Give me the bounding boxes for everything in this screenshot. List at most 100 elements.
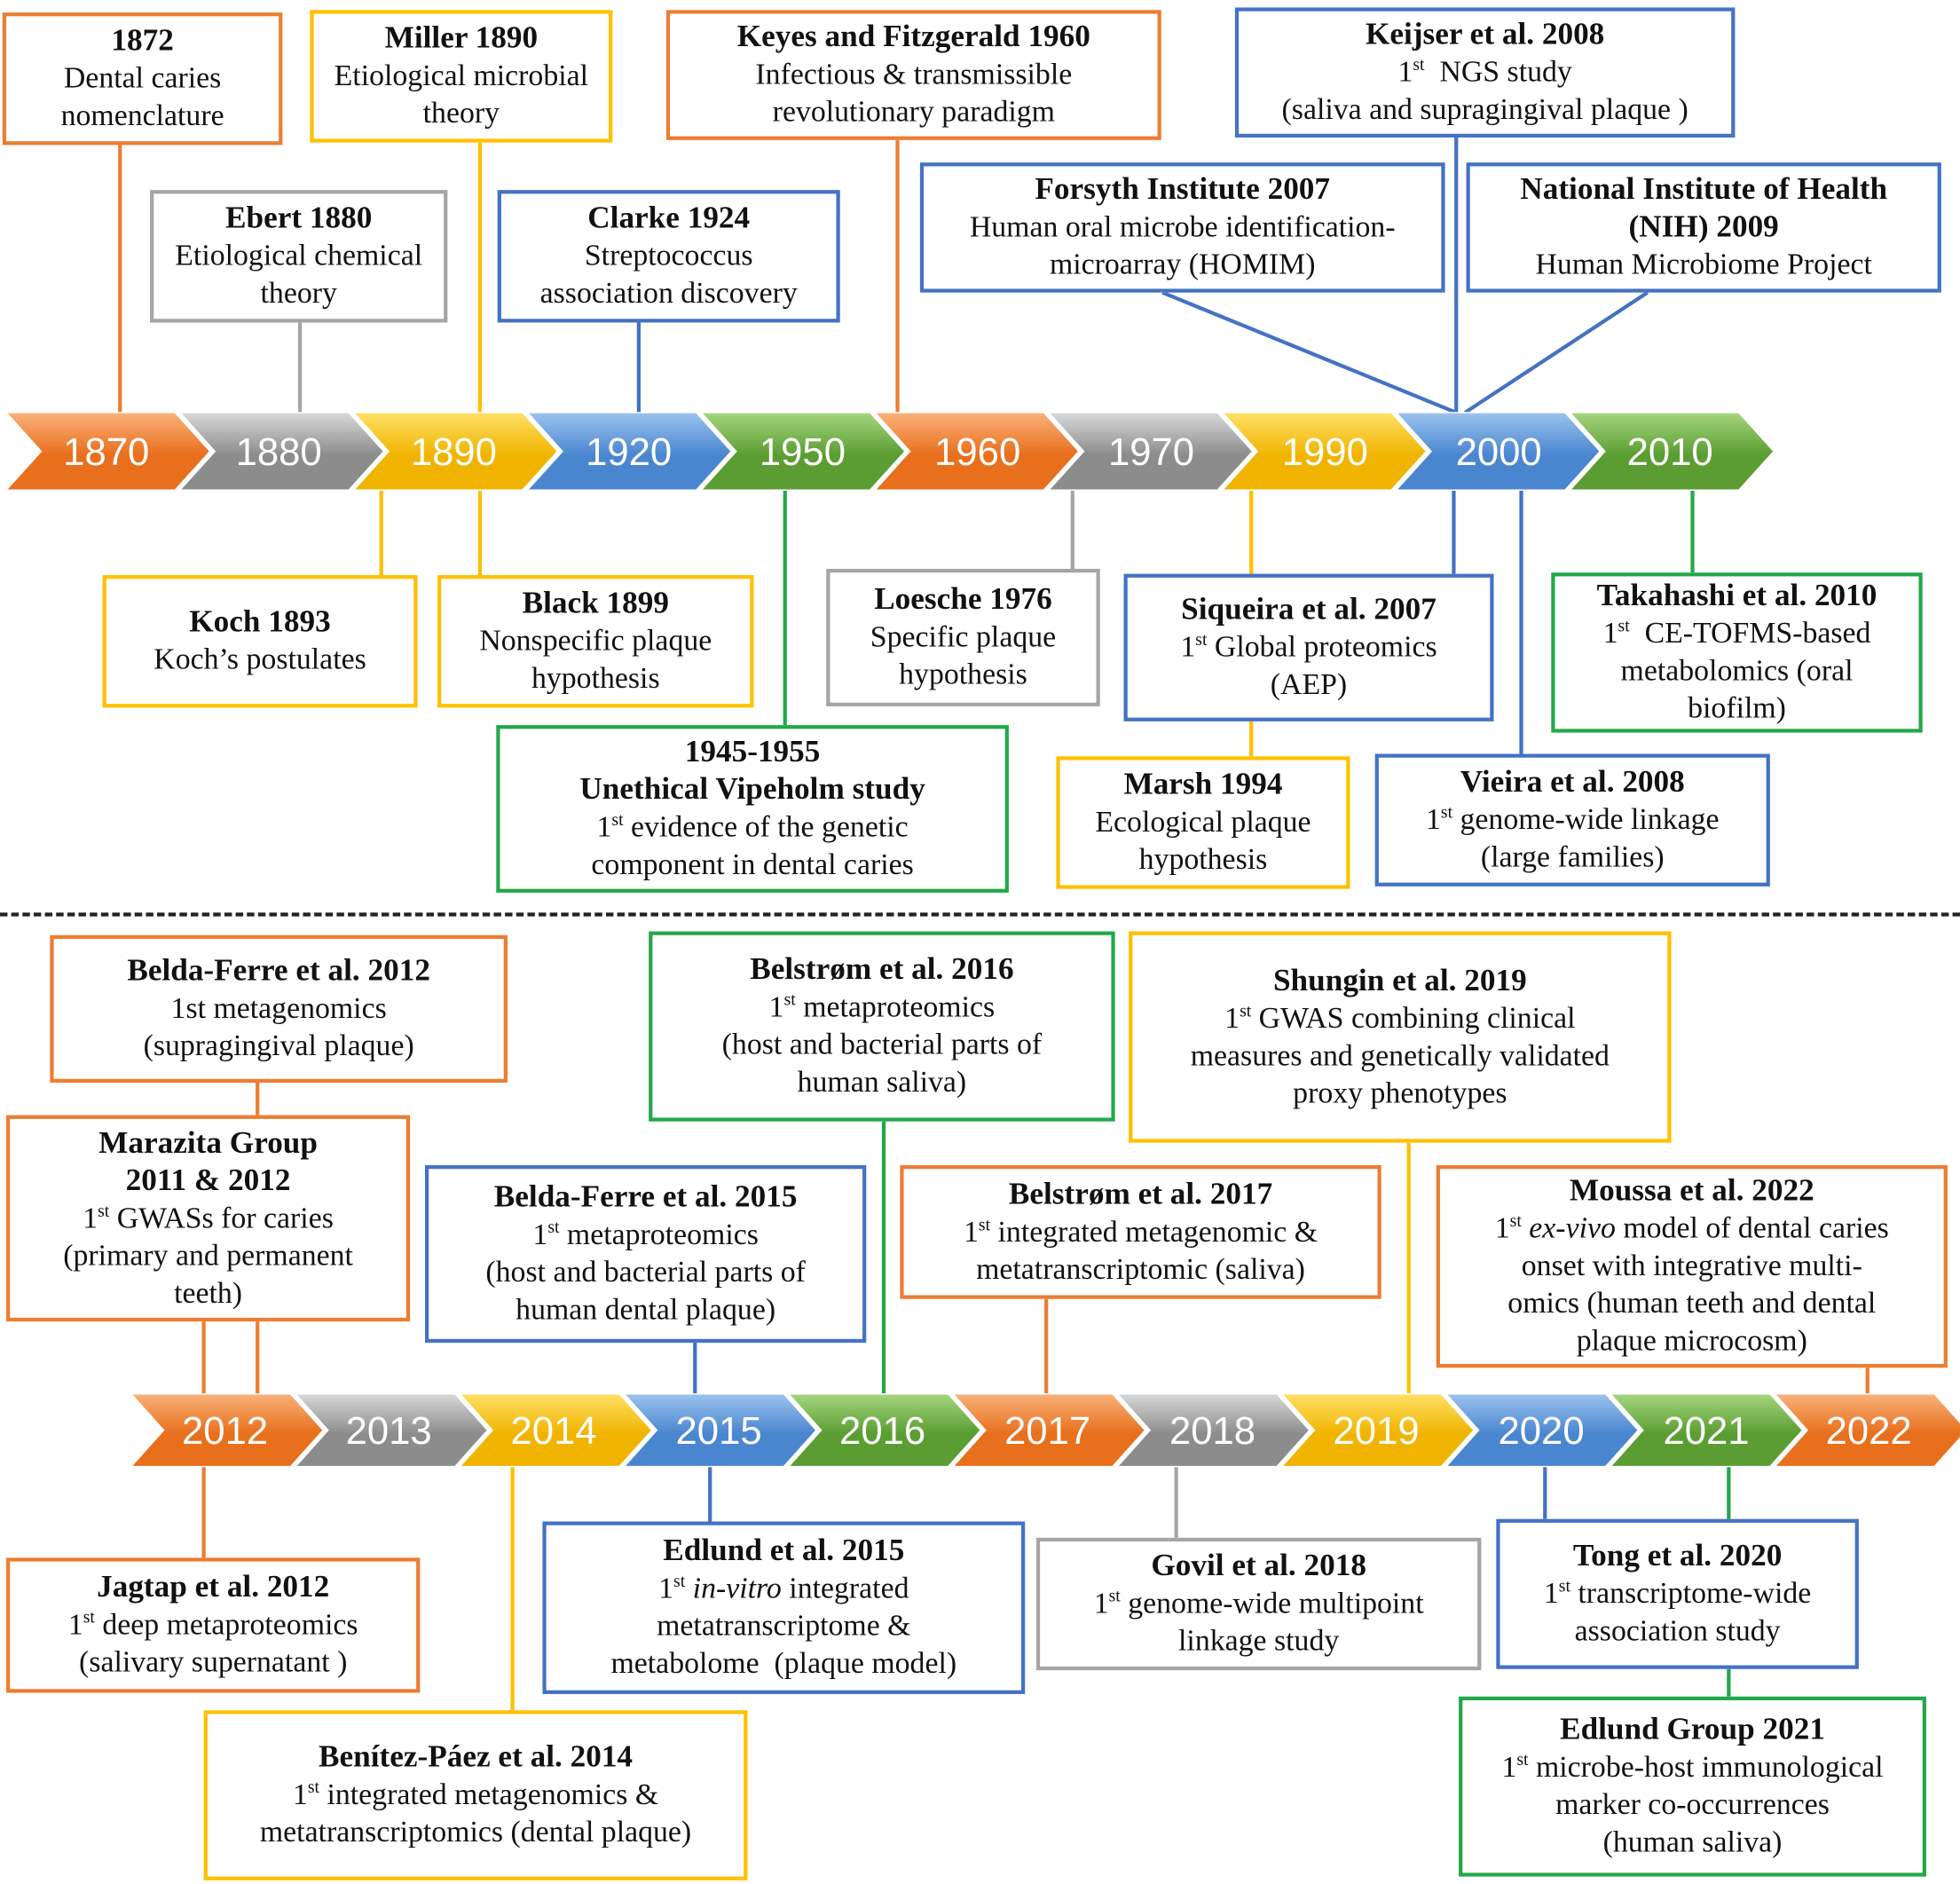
event-description-line: 1st integrated metagenomic & xyxy=(964,1213,1318,1250)
event-title: Keyes and Fitzgerald 1960 xyxy=(736,20,1090,54)
event-title: Marazita Group xyxy=(98,1125,318,1160)
text-segment: linkage study xyxy=(1178,1625,1340,1659)
event-title: Jagtap et al. 2012 xyxy=(97,1570,330,1604)
event-title: Tong et al. 2020 xyxy=(1572,1539,1783,1573)
text-segment: component in dental caries xyxy=(591,848,914,882)
text-segment: st xyxy=(673,1573,686,1592)
text-segment: onset with integrative multi- xyxy=(1521,1249,1862,1283)
event-description-line: hypothesis xyxy=(1139,841,1268,879)
text-segment: NGS study xyxy=(1424,56,1572,90)
event-title: Siqueira et al. 2007 xyxy=(1181,592,1437,627)
text-segment: (salivary supernatant ) xyxy=(79,1646,348,1680)
event-description-line: revolutionary paradigm xyxy=(773,94,1055,131)
text-segment: st xyxy=(1509,1212,1522,1232)
text-segment: nomenclature xyxy=(60,99,224,133)
text-segment: 1 xyxy=(1180,631,1196,665)
year-label: 2018 xyxy=(1169,1409,1256,1453)
year-chevron xyxy=(1221,412,1428,491)
event-description-line: onset with integrative multi- xyxy=(1522,1248,1862,1285)
event-description-line: (large families) xyxy=(1481,839,1665,876)
event-description-line: metatranscriptome & xyxy=(657,1608,910,1645)
text-segment: marker co-occurrences xyxy=(1555,1788,1830,1822)
text-segment: integrated metagenomics & xyxy=(319,1778,659,1812)
event-description-line: biofilm) xyxy=(1688,690,1786,728)
text-segment: metaproteomics xyxy=(559,1218,759,1252)
text-segment: association study xyxy=(1574,1615,1781,1648)
text-segment: deep metaproteomics xyxy=(94,1609,358,1642)
event-description-line: hypothesis xyxy=(531,660,660,698)
text-segment: 1 xyxy=(1224,1002,1240,1035)
year-chevron xyxy=(1395,412,1602,491)
text-segment: Koch’s postulates xyxy=(153,643,366,677)
year-chevron xyxy=(1609,1393,1804,1468)
event-description-line: marker co-occurrences xyxy=(1555,1786,1830,1824)
event-description-line: 1st deep metaproteomics xyxy=(68,1606,358,1644)
text-segment: Streptococcus xyxy=(584,240,753,273)
text-segment: Human oral microbe identification- xyxy=(969,211,1396,244)
year-label: 2020 xyxy=(1498,1409,1584,1453)
text-segment: 1 xyxy=(964,1216,979,1249)
year-label: 2000 xyxy=(1456,430,1542,474)
event-description-line: human saliva) xyxy=(798,1064,967,1101)
text-segment: omics (human teeth and dental xyxy=(1507,1288,1877,1320)
event-title: Belda-Ferre et al. 2015 xyxy=(493,1179,798,1214)
event-title: Forsyth Institute 2007 xyxy=(1035,172,1331,207)
event-description-line: 1st genome-wide multipoint xyxy=(1094,1585,1424,1622)
event-description-line: 1st metagenomics xyxy=(171,990,387,1028)
year-label: 2016 xyxy=(839,1409,925,1453)
event-description-line: microarray (HOMIM) xyxy=(1050,247,1316,284)
event-description-line: Etiological chemical xyxy=(175,238,422,275)
text-segment: metabolome (plaque model) xyxy=(610,1647,957,1681)
event-description-line: 1st metaproteomics xyxy=(532,1217,758,1254)
event-description-line: metatranscriptomic (saliva) xyxy=(976,1251,1305,1289)
event-title: (NIH) 2009 xyxy=(1628,209,1779,244)
text-segment: Human Microbiome Project xyxy=(1535,248,1872,281)
text-segment xyxy=(685,1573,692,1605)
event-description-line: 1st GWASs for caries xyxy=(83,1200,334,1237)
text-segment: theory xyxy=(422,97,500,130)
event-description-line: Infectious & transmissible xyxy=(755,56,1072,93)
year-chevron xyxy=(787,1393,982,1468)
text-segment: 1 xyxy=(768,991,784,1024)
event-title: Loesche 1976 xyxy=(874,582,1052,617)
year-chevron xyxy=(4,412,211,491)
event-description-line: measures and genetically validated xyxy=(1191,1037,1610,1075)
event-description-line: Dental caries xyxy=(64,60,221,98)
year-label: 2013 xyxy=(346,1409,432,1453)
text-segment: Etiological chemical xyxy=(175,240,423,273)
text-segment: Etiological microbial xyxy=(334,59,589,93)
event-title: Shungin et al. 2019 xyxy=(1272,963,1527,997)
text-segment: st xyxy=(1240,1002,1252,1021)
text-segment: microbe-host immunological xyxy=(1528,1751,1884,1785)
connector-line xyxy=(1463,290,1649,414)
text-segment: metatranscriptomics (dental plaque) xyxy=(259,1816,692,1849)
text-segment: (primary and permanent xyxy=(63,1239,353,1273)
year-label: 2010 xyxy=(1627,430,1713,474)
text-segment: hypothesis xyxy=(531,662,660,696)
event-description-line: (host and bacterial parts of xyxy=(485,1254,806,1291)
year-label: 1920 xyxy=(586,430,672,474)
year-label: 1870 xyxy=(63,430,149,474)
event-description-line: proxy phenotypes xyxy=(1293,1075,1507,1112)
event-description-line: Human oral microbe identification- xyxy=(970,209,1396,246)
text-segment: Global proteomics xyxy=(1207,631,1437,665)
event-title: National Institute of Health xyxy=(1520,172,1888,207)
event-title: Vieira et al. 2008 xyxy=(1460,765,1685,800)
text-segment: (saliva and supragingival plaque ) xyxy=(1281,93,1688,127)
event-description-line: nomenclature xyxy=(61,98,224,135)
event-description-line: 1st evidence of the genetic xyxy=(597,808,909,846)
text-segment: integrated metagenomic & xyxy=(990,1216,1318,1249)
event-description-line: 1st ex-vivo model of dental caries xyxy=(1495,1210,1889,1248)
text-segment: 1 xyxy=(1602,617,1618,650)
